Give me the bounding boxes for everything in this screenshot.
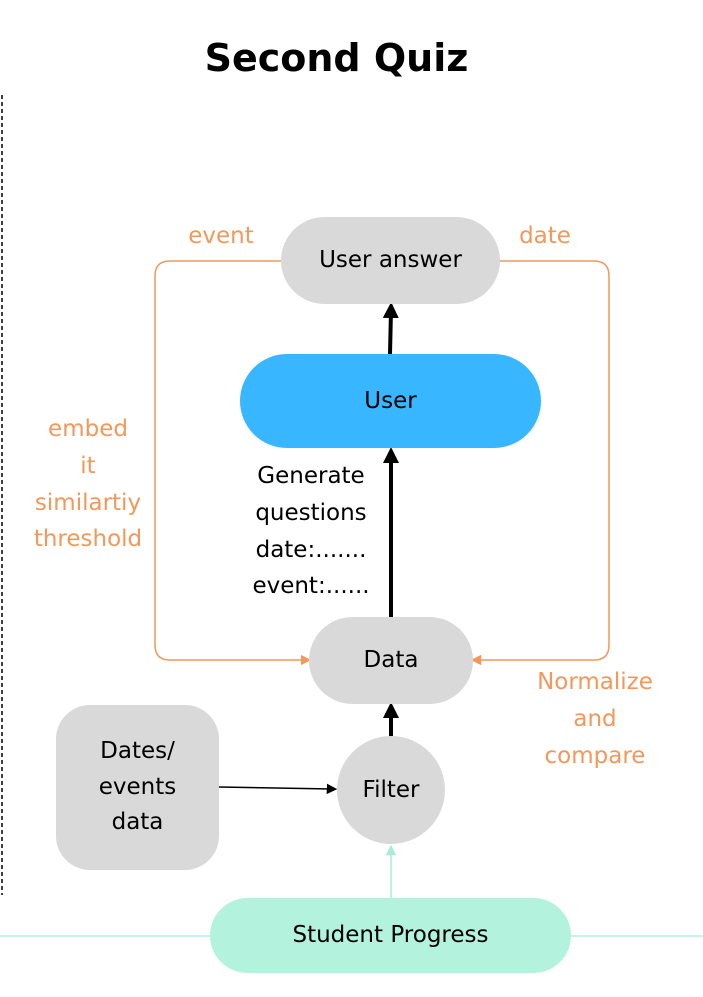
dates-events-line: events (98, 773, 177, 800)
embed-label-line: threshold (33, 526, 143, 553)
generate-label-line: event:...... (252, 573, 370, 600)
embed-label-line: it (80, 452, 96, 479)
embed-label-line: similartiy (34, 489, 142, 516)
embed-label-line: embed (48, 416, 128, 442)
normalize-label: Normalize and compare (522, 664, 668, 774)
arrow-answer-to-data-date (470, 260, 610, 666)
user-answer-node: User answer (281, 217, 500, 304)
student-progress-label: Student Progress (292, 922, 489, 949)
user-node: User (240, 354, 541, 448)
embed-label: embed it similartiy threshold (20, 411, 156, 558)
generate-label-line: questions (255, 499, 367, 526)
generate-questions-label: Generate questions date:....... event:..… (238, 458, 384, 605)
arrow-user-to-answer (382, 302, 399, 355)
data-node: Data (309, 617, 473, 704)
dates-events-line: Dates/ (100, 738, 175, 765)
student-progress-node: Student Progress (210, 898, 571, 973)
date-label: date (519, 223, 571, 249)
page-title: Second Quiz (204, 36, 469, 80)
user-label: User (364, 387, 417, 414)
data-label: Data (363, 647, 419, 674)
dates-events-data-node: Dates/ events data (56, 705, 219, 870)
generate-label-line: Generate (257, 463, 365, 489)
filter-node: Filter (337, 736, 445, 844)
filter-label: Filter (362, 776, 420, 803)
event-label: event (188, 223, 254, 249)
normalize-label-line: compare (544, 742, 646, 769)
user-answer-label: User answer (319, 247, 462, 274)
generate-label-line: date:....... (255, 536, 367, 563)
dates-events-line: data (111, 809, 164, 836)
normalize-label-line: Normalize (537, 669, 653, 695)
arrow-dataset-to-filter (218, 783, 338, 795)
arrow-answer-to-data-event (154, 260, 312, 666)
normalize-label-line: and (573, 705, 617, 732)
